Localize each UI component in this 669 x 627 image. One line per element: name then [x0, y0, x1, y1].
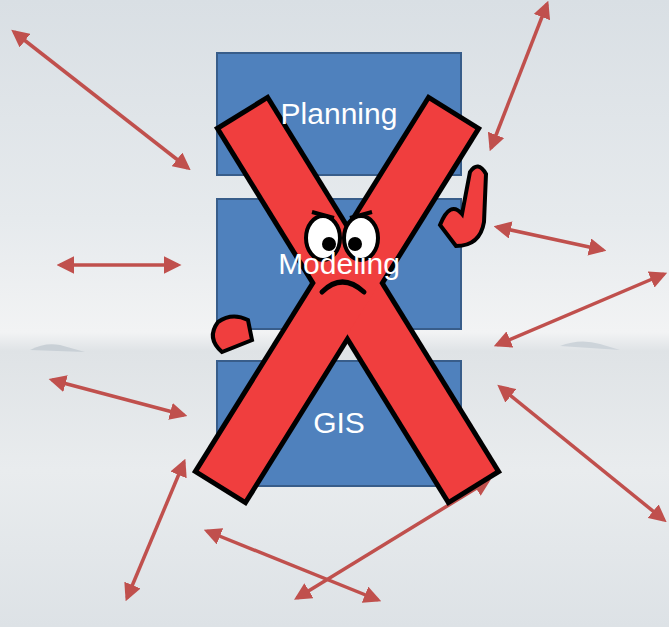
box-label: Planning: [281, 97, 398, 132]
double-arrow: [52, 380, 184, 415]
iceberg: [30, 344, 85, 352]
double-arrow: [14, 32, 188, 168]
cartoon-eye: [306, 216, 340, 260]
cartoon-pupil: [322, 237, 336, 251]
box-label: Modeling: [278, 247, 400, 282]
x-stroke: [258, 138, 458, 462]
red-arrows: [14, 4, 664, 600]
cartoon-brow: [312, 212, 372, 218]
double-arrow: [500, 387, 664, 520]
cartoon-mouth: [322, 282, 364, 292]
process-box: Planning: [216, 52, 462, 176]
process-box: GIS: [216, 360, 462, 487]
iceberg: [560, 341, 620, 350]
cartoon-pupil: [348, 237, 362, 251]
double-arrow: [491, 4, 547, 148]
double-arrow: [297, 481, 488, 598]
cartoon-finger: [440, 166, 486, 246]
cartoon-eye: [344, 216, 378, 260]
double-arrow: [497, 227, 603, 250]
double-arrow: [497, 274, 664, 345]
process-box: Modeling: [216, 198, 462, 330]
x-outline: [236, 138, 438, 462]
double-arrow: [60, 263, 178, 267]
double-arrow: [127, 462, 184, 598]
cartoon-hand: [213, 316, 252, 352]
box-label: GIS: [313, 406, 365, 441]
x-stroke: [236, 138, 438, 462]
x-outline: [258, 138, 458, 462]
